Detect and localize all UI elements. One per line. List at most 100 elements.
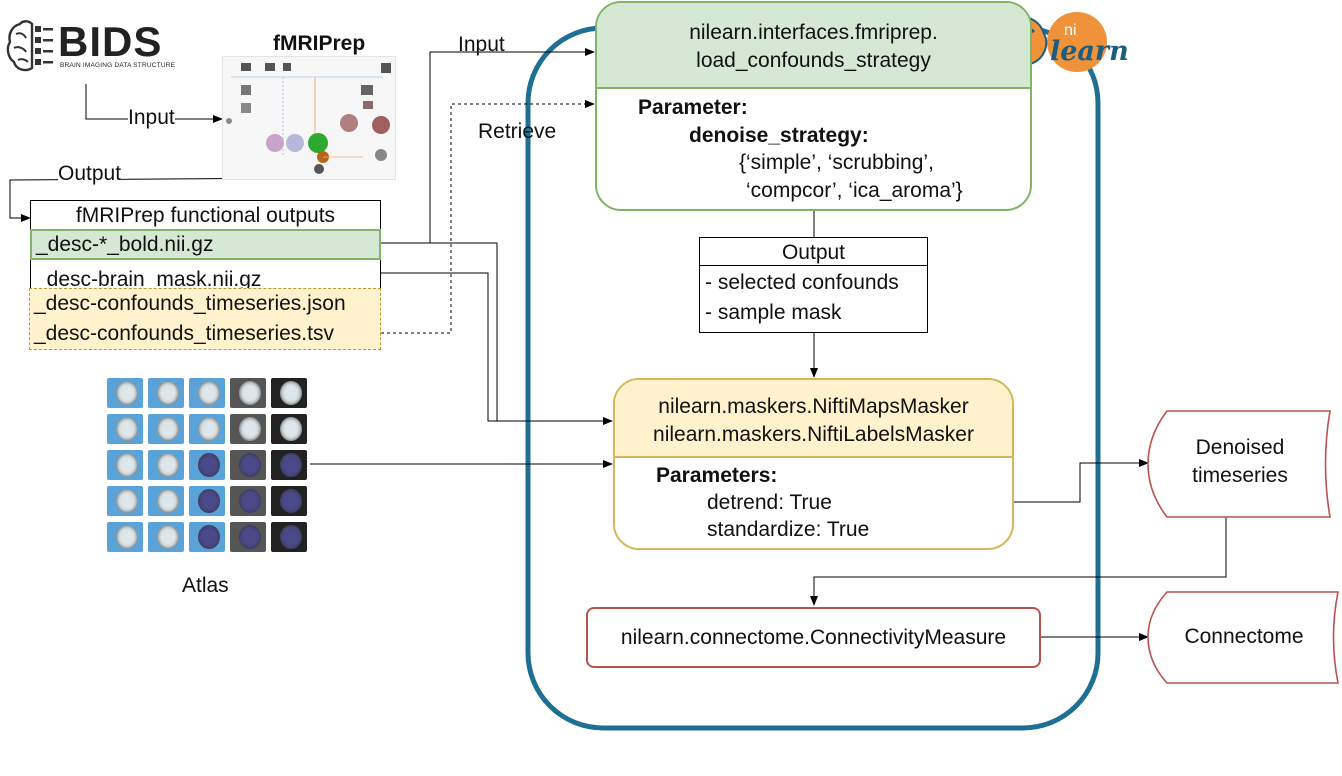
- bids-subtitle: BRAIN IMAGING DATA STRUCTURE: [60, 62, 176, 69]
- brain-slice-icon: [116, 525, 138, 549]
- atlas-thumbnail: [148, 450, 184, 480]
- atlas-thumbnail: [148, 378, 184, 408]
- masker-title-line2: nilearn.maskers.NiftiLabelsMasker: [653, 423, 974, 446]
- brain-slice-icon: [198, 489, 220, 513]
- masker-param-detrend: detrend: True: [707, 491, 832, 514]
- bids-title: BIDS: [58, 18, 163, 65]
- fmriprep-workflow-image: [222, 56, 396, 180]
- masker-header: nilearn.maskers.NiftiMapsMasker nilearn.…: [615, 380, 1012, 458]
- nilearn-logo-learn: learn: [1050, 36, 1129, 67]
- atlas-thumbnail: [271, 450, 307, 480]
- masker-title-line1: nilearn.maskers.NiftiMapsMasker: [658, 395, 969, 418]
- outputs-confounds-group: _desc-confounds_timeseries.json _desc-co…: [29, 288, 381, 350]
- brain-slice-icon: [239, 525, 261, 549]
- bids-input-label: Input: [128, 106, 175, 130]
- confounds-output-box: Output - selected confounds - sample mas…: [699, 237, 928, 333]
- workflow-thumbnail: [226, 63, 391, 174]
- outputs-row-bold-text: _desc-*_bold.nii.gz: [36, 233, 214, 256]
- load-confounds-title-line2: load_confounds_strategy: [696, 49, 931, 72]
- brain-slice-icon: [116, 417, 138, 441]
- confounds-output-item-1: - selected confounds: [705, 271, 899, 294]
- bids-logo: BIDS BRAIN IMAGING DATA STRUCTURE: [6, 18, 175, 74]
- atlas-thumbnail: [189, 522, 225, 552]
- brain-slice-icon: [157, 525, 179, 549]
- fmriprep-output-label: Output: [58, 162, 122, 186]
- connectivity-measure-label: nilearn.connectome.ConnectivityMeasure: [620, 626, 1007, 649]
- brain-slice-icon: [280, 417, 302, 441]
- brain-slice-icon: [157, 453, 179, 477]
- brain-slice-icon: [280, 381, 302, 405]
- load-confounds-header: nilearn.interfaces.fmriprep. load_confou…: [597, 3, 1030, 89]
- connectivity-measure-node[interactable]: nilearn.connectome.ConnectivityMeasure: [586, 607, 1041, 668]
- atlas-thumbnail: [271, 486, 307, 516]
- atlas-thumbnail: [148, 486, 184, 516]
- atlas-thumbnail: [148, 522, 184, 552]
- outputs-row-bold[interactable]: _desc-*_bold.nii.gz: [30, 229, 381, 260]
- outputs-table-header: fMRIPrep functional outputs: [30, 200, 381, 230]
- outputs-row-confounds-tsv[interactable]: _desc-confounds_timeseries.tsv: [34, 322, 334, 345]
- load-confounds-values-line2: ‘compcor’, ‘ica_aroma’}: [746, 179, 963, 202]
- outputs-row-confounds-json[interactable]: _desc-confounds_timeseries.json: [34, 292, 346, 315]
- brain-slice-icon: [280, 453, 302, 477]
- outputs-row-mask[interactable]: _desc-brain_mask.nii.gz: [30, 260, 381, 288]
- functional-outputs-table: fMRIPrep functional outputs _desc-*_bold…: [29, 200, 381, 350]
- brain-slice-icon: [239, 381, 261, 405]
- retrieve-label: Retrieve: [478, 120, 557, 143]
- confounds-output-item-2: - sample mask: [705, 301, 842, 324]
- brain-slice-icon: [280, 525, 302, 549]
- load-confounds-param-heading: Parameter:: [638, 96, 748, 119]
- outputs-row-mask-text: _desc-brain_mask.nii.gz: [35, 268, 262, 288]
- brain-slice-icon: [198, 453, 220, 477]
- brain-slice-icon: [239, 489, 261, 513]
- atlas-thumbnail: [189, 414, 225, 444]
- masker-node[interactable]: nilearn.maskers.NiftiMapsMasker nilearn.…: [613, 378, 1014, 550]
- brain-slice-icon: [116, 489, 138, 513]
- bold-to-masker-arrow: [381, 242, 613, 425]
- brain-slice-icon: [157, 489, 179, 513]
- denoised-timeseries-shape: [1147, 410, 1331, 518]
- atlas-thumbnail: [148, 414, 184, 444]
- atlas-thumbnail: [189, 486, 225, 516]
- brain-slice-icon: [198, 525, 220, 549]
- brain-slice-icon: [198, 417, 220, 441]
- atlas-thumbnail: [107, 450, 143, 480]
- mask-to-masker-arrow: [381, 272, 612, 422]
- brain-slice-icon: [157, 417, 179, 441]
- masker-param-standardize: standardize: True: [707, 518, 870, 541]
- brain-slice-icon: [116, 453, 138, 477]
- atlas-thumbnail: [230, 378, 266, 408]
- atlas-thumbnail: [189, 450, 225, 480]
- atlas-thumbnail: [230, 486, 266, 516]
- denoised-timeseries-node[interactable]: Denoised timeseries: [1150, 434, 1330, 490]
- load-confounds-values-line1: {‘simple’, ‘scrubbing’,: [739, 151, 934, 174]
- brain-slice-icon: [116, 381, 138, 405]
- atlas-thumbnail: [271, 414, 307, 444]
- atlas-thumbnail: [107, 378, 143, 408]
- atlas-thumbnail: [107, 522, 143, 552]
- atlas-label: Atlas: [182, 574, 229, 597]
- nilearn-input-label: Input: [458, 33, 505, 56]
- fmriprep-title: fMRIPrep: [273, 32, 366, 55]
- masker-param-heading: Parameters:: [656, 464, 778, 487]
- atlas-thumbnail: [189, 378, 225, 408]
- brain-slice-icon: [280, 489, 302, 513]
- nilearn-logo-ni: ni: [1064, 22, 1077, 39]
- denoised-line1: Denoised: [1195, 436, 1285, 459]
- connectome-shape: [1147, 591, 1339, 684]
- atlas-thumbnail: [230, 522, 266, 552]
- brain-slice-icon: [198, 381, 220, 405]
- brain-slice-icon: [239, 453, 261, 477]
- load-confounds-strategy-node[interactable]: nilearn.interfaces.fmriprep. load_confou…: [595, 1, 1032, 211]
- atlas-thumbnail: [271, 522, 307, 552]
- denoised-to-connectivity-arrow: [810, 517, 1227, 606]
- atlas-thumbnail: [107, 414, 143, 444]
- bids-input-arrow: [85, 84, 223, 123]
- atlas-thumbnail: [271, 378, 307, 408]
- fmriprep-output-arrow: [9, 177, 311, 222]
- denoised-line2: timeseries: [1192, 464, 1288, 487]
- masker-to-denoised-arrow: [1014, 459, 1149, 503]
- confounds-output-title: Output: [700, 238, 927, 266]
- atlas-thumbnail: [230, 450, 266, 480]
- connectome-node[interactable]: Connectome: [1150, 622, 1338, 652]
